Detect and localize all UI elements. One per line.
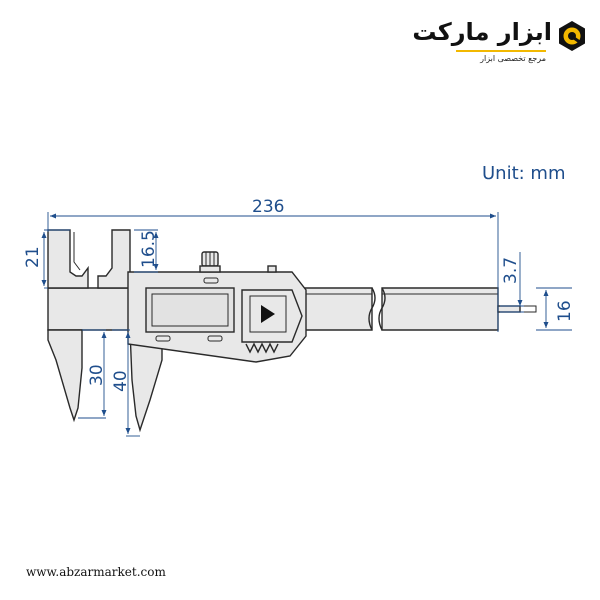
mode-button[interactable] [249,295,287,333]
slider-tab [267,265,277,273]
play-arrow-icon [261,305,275,323]
brand-logo[interactable]: ابزار مارکت مرجع تخصصی ابزار [412,14,590,70]
bottom-slot-right [207,335,223,342]
dim-label-236: 236 [252,197,284,217]
dim-label-16-5: 16.5 [139,230,159,268]
lcd-display [145,287,235,333]
dim-label-21: 21 [23,246,43,268]
fixed-jaw-lower [47,329,83,423]
footer-url[interactable]: www.abzarmarket.com [26,565,166,579]
top-slot [203,277,219,284]
beam-break-left [368,287,376,331]
fixed-jaw-upper-edge [73,232,81,271]
dim-label-3-7: 3.7 [501,257,521,284]
dim-label-16: 16 [555,300,575,322]
wrench-gear-icon [559,21,585,51]
unit-label: Unit: mm [482,163,566,184]
dim-label-40: 40 [111,370,131,392]
lcd-inner [151,293,229,327]
depth-rod-tip [520,305,537,313]
brand-tagline: مرجع تخصصی ابزار [480,54,546,63]
thumb-roller-base [199,265,221,273]
fixed-jaw-upper [47,229,89,289]
slider-grip [245,342,279,354]
sliding-jaw-upper [97,229,131,289]
brand-name: ابزار مارکت [412,18,552,46]
button-panel [241,289,303,343]
depth-rod [497,305,521,313]
bottom-slot-left [155,335,171,342]
brand-accent-bar [456,50,546,52]
dim-label-30: 30 [87,364,107,386]
